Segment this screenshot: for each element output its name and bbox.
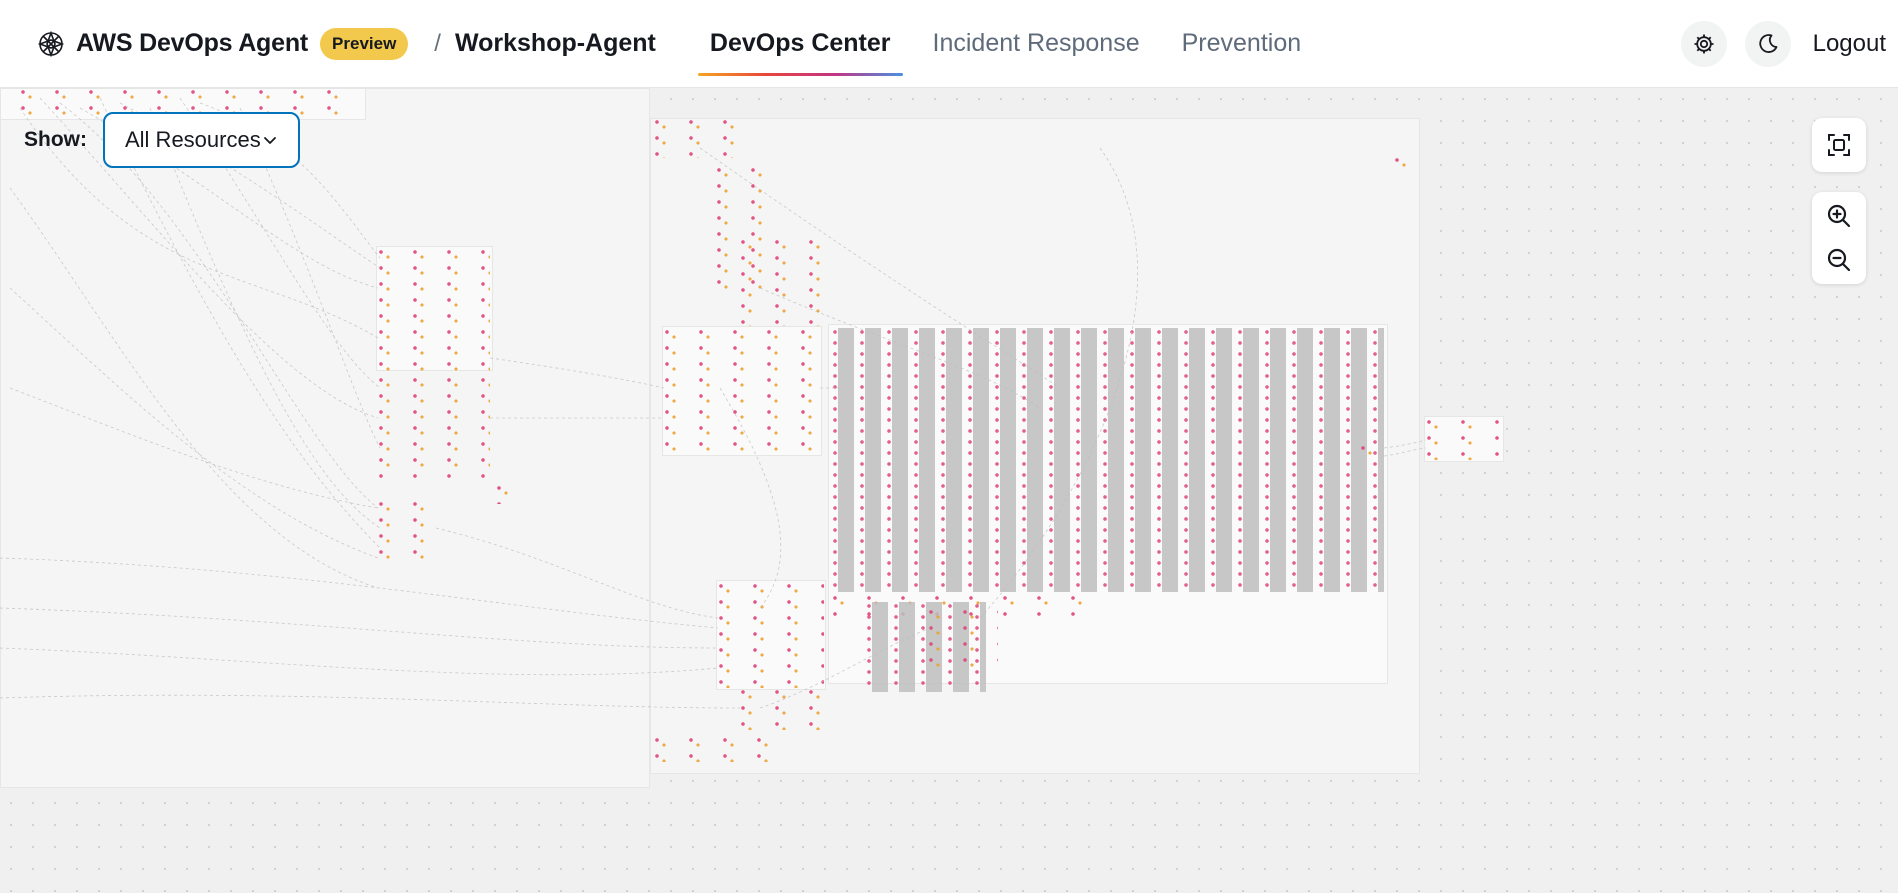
main-tabs: DevOps Center Incident Response Preventi… [692,0,1325,88]
node-block [1426,418,1502,460]
fit-view-button[interactable] [1812,118,1866,172]
zoom-in-button[interactable] [1812,194,1866,238]
node-block-large [832,328,1384,592]
devops-agent-logo-icon [37,30,65,57]
tab-devops-center[interactable]: DevOps Center [692,0,909,88]
node-block [718,582,824,688]
tab-label: Prevention [1181,29,1302,57]
node-block [740,688,826,730]
chevron-down-icon [264,137,276,144]
node-block [1360,444,1384,458]
node-block [496,484,520,504]
preview-badge: Preview [320,27,409,60]
breadcrumb-separator: / [434,29,441,57]
zoom-out-button[interactable] [1812,238,1866,282]
fit-view-control [1812,118,1866,172]
app-title: AWS DevOps Agent [76,29,309,57]
node-block [378,248,490,478]
gear-icon [1694,34,1714,53]
node-block [654,118,734,158]
brand[interactable]: AWS DevOps Agent Preview [36,27,409,60]
zoom-controls [1812,192,1866,284]
resource-filter-select[interactable]: All Resources [103,112,300,168]
resource-filter-bar: Show: All Resources [24,112,300,168]
fit-view-icon [1828,134,1850,156]
zoom-in-icon [1827,204,1851,228]
resource-group-left [0,88,650,788]
agent-name[interactable]: Workshop-Agent [454,29,656,57]
node-block [928,608,998,670]
theme-toggle-button[interactable] [1744,20,1791,67]
tab-label: Incident Response [932,29,1140,57]
zoom-out-icon [1827,248,1851,272]
top-navigation-bar: AWS DevOps Agent Preview / Workshop-Agen… [0,0,1898,88]
topology-canvas[interactable]: Show: All Resources [0,88,1898,893]
node-block [664,328,820,454]
node-block [1394,156,1416,170]
node-block [378,500,433,560]
settings-button[interactable] [1680,20,1727,67]
logout-link[interactable]: Logout [1812,29,1886,57]
show-label: Show: [24,128,87,151]
moon-icon [1758,33,1777,53]
tab-label: DevOps Center [709,29,891,57]
header-actions: Logout [1680,20,1886,67]
node-block [654,736,772,762]
tab-incident-response[interactable]: Incident Response [915,0,1158,88]
resource-filter-value: All Resources [125,127,261,152]
tab-prevention[interactable]: Prevention [1164,0,1320,88]
